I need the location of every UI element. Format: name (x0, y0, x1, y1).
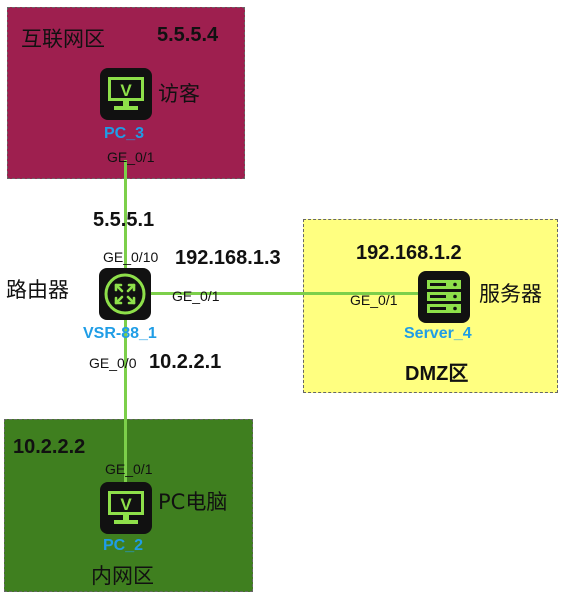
svg-text:V: V (120, 495, 132, 514)
internet-zone-label: 互联网区 (21, 27, 105, 51)
pc3-device-name: PC_3 (104, 125, 145, 142)
pc2-port-label: GE_0/1 (105, 461, 153, 477)
router-down-port: GE_0/0 (89, 355, 137, 371)
pc2-role-label: PC电脑 (158, 490, 228, 514)
server-device-name: Server_4 (404, 325, 472, 342)
router-role-label: 路由器 (6, 278, 69, 302)
link-router-pc3 (124, 160, 127, 272)
pc3-role-label: 访客 (158, 82, 200, 106)
router-icon[interactable] (99, 268, 151, 324)
lan-zone-label: 内网区 (91, 564, 154, 588)
router-device-name: VSR-88_1 (83, 325, 157, 342)
server-port-label: GE_0/1 (350, 292, 398, 308)
pc2-device-name: PC_2 (103, 537, 144, 554)
server-icon[interactable] (418, 271, 470, 327)
internet-zone-ip: 5.5.5.4 (157, 24, 219, 46)
pc3-monitor-icon[interactable]: V (100, 68, 152, 124)
pc3-port-label: GE_0/1 (107, 149, 155, 165)
server-ip: 192.168.1.2 (356, 242, 462, 264)
link-router-pc2 (124, 312, 127, 490)
router-right-ip: 192.168.1.3 (175, 247, 281, 269)
router-down-ip: 10.2.2.1 (149, 351, 222, 373)
dmz-zone-label: DMZ区 (405, 363, 469, 385)
svg-text:V: V (120, 81, 132, 100)
link-router-server (126, 292, 418, 295)
router-up-ip: 5.5.5.1 (93, 209, 155, 231)
lan-zone-ip: 10.2.2.2 (13, 436, 86, 458)
pc2-monitor-icon[interactable]: V (100, 482, 152, 538)
server-role-label: 服务器 (479, 282, 542, 306)
router-right-port: GE_0/1 (172, 288, 220, 304)
router-up-port: GE_0/10 (103, 249, 159, 265)
